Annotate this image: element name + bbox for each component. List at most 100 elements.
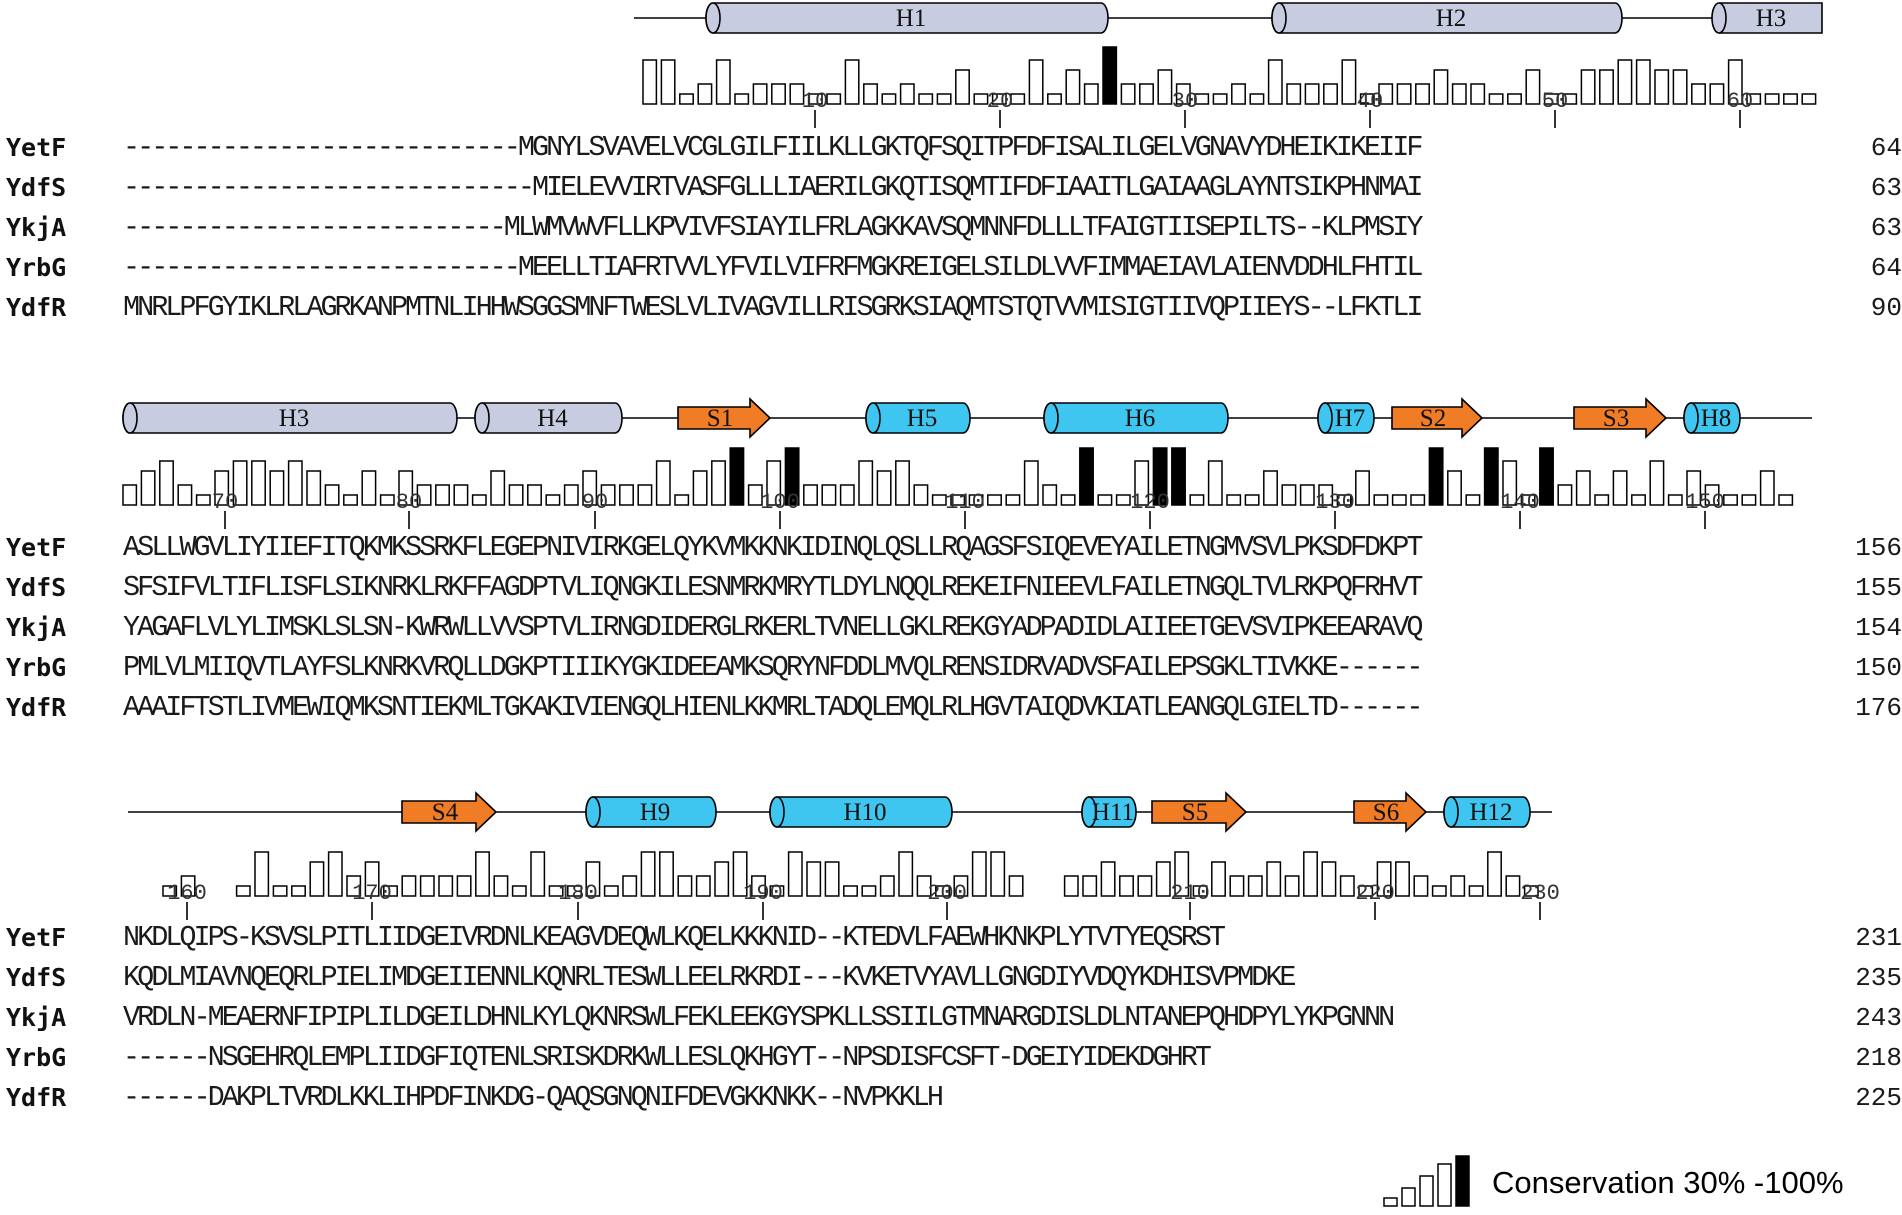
conservation-bar: [824, 861, 840, 897]
conservation-bar: [1339, 875, 1355, 897]
conservation-bar: [309, 861, 325, 897]
conservation-bar: [453, 484, 469, 506]
conservation-bar: [955, 69, 970, 105]
conservation-bar: [1102, 46, 1118, 105]
ss-label: H2: [1436, 5, 1467, 32]
conservation-bar: [1266, 861, 1282, 897]
conservation-bar: [1599, 69, 1614, 105]
sequence-name: YdfR: [6, 1083, 67, 1112]
ss-label: H3: [1756, 5, 1787, 32]
conservation-bar: [714, 861, 730, 897]
conservation-bar: [530, 851, 546, 897]
conservation-bar: [1612, 470, 1628, 506]
conservation-bar: [600, 484, 616, 506]
conservation-bar: [1155, 861, 1171, 897]
sequence-residues: ------NSGEHRQLEMPLIIDGFIQTENLSRISKDRKWLL…: [123, 1041, 1212, 1074]
sequence-end-position: 218: [1855, 1043, 1902, 1073]
ruler-number: 40: [1357, 89, 1383, 114]
conservation-bar: [640, 851, 656, 897]
sequence-end-position: 64: [1870, 253, 1902, 283]
conservation-bar: [214, 470, 230, 506]
conservation-bar: [1801, 93, 1817, 105]
conservation-bar: [1042, 484, 1058, 506]
conservation-bar: [936, 93, 952, 105]
conservation-bar: [1120, 83, 1136, 105]
sequence-name: YrbG: [6, 653, 67, 682]
sequence-name: YdfR: [6, 293, 67, 322]
conservation-bar: [1247, 875, 1263, 897]
conservation-bar: [789, 83, 805, 105]
conservation-bar: [401, 875, 417, 897]
ruler-number: 140: [1500, 490, 1540, 515]
conservation-bar: [1281, 484, 1297, 506]
conservation-bar: [180, 875, 196, 897]
ss-label: S2: [1420, 405, 1446, 432]
conservation-bar: [1395, 861, 1410, 897]
conservation-bar: [973, 93, 989, 105]
conservation-bar: [177, 484, 193, 506]
conservation-bar: [1286, 83, 1302, 105]
sequence-name: YkjA: [6, 1003, 67, 1032]
conservation-bar: [898, 851, 914, 897]
conservation-bar: [1189, 494, 1205, 506]
conservation-bar: [1594, 494, 1610, 506]
sequence-residues: SFSIFVLTIFLISFLSIKNRKLRKFFAGDPTVLIQNGKIL…: [123, 571, 1423, 604]
conservation-bar: [843, 885, 858, 897]
conservation-bar: [1083, 83, 1099, 105]
conservation-bar: [1415, 83, 1430, 105]
conservation-bar: [1667, 494, 1683, 506]
conservation-bar: [1764, 93, 1780, 105]
helix-h2: H2: [1271, 2, 1623, 34]
conservation-bar: [1005, 494, 1021, 506]
helix-h8: H8: [1683, 402, 1741, 434]
ss-label: H10: [843, 799, 886, 826]
sequence-end-position: 225: [1855, 1083, 1902, 1113]
sequence-name: YetF: [6, 133, 67, 162]
conservation-bar: [1483, 447, 1499, 506]
conservation-bar: [913, 484, 929, 506]
ruler-number: 100: [760, 490, 800, 515]
conservation-bar: [674, 494, 690, 506]
conservation-bar: [545, 494, 561, 506]
conservation-bar: [1746, 93, 1762, 105]
conservation-bar: [327, 851, 343, 897]
conservation-legend-glyphs: [1383, 1155, 1470, 1207]
conservation-bar: [1355, 470, 1370, 506]
strand-s3: S3: [1573, 397, 1668, 439]
sequence-end-position: 231: [1855, 923, 1902, 953]
strand-s5: S5: [1151, 791, 1248, 833]
conservation-bar: [916, 875, 932, 897]
conservation-bar: [1359, 93, 1375, 105]
conservation-bar: [769, 885, 785, 897]
conservation-bar: [918, 93, 934, 105]
conservation-bar: [346, 875, 362, 897]
conservation-bar: [1778, 494, 1794, 506]
conservation-bar: [456, 875, 472, 897]
conservation-bar: [493, 875, 509, 897]
conservation-bar: [1691, 83, 1706, 105]
conservation-bar: [1284, 875, 1300, 897]
conservation-bar: [711, 460, 726, 506]
conservation-bar: [1487, 851, 1502, 897]
sequence-residues: ----------------------------MEELLTIAFRTV…: [123, 251, 1423, 284]
conservation-bar: [1378, 83, 1394, 105]
conservation-bar: [603, 885, 619, 897]
conservation-bar: [1502, 460, 1518, 506]
conservation-bar: [1303, 851, 1318, 897]
conservation-bar: [1557, 484, 1573, 506]
helix-h11: H11: [1081, 796, 1137, 828]
conservation-bar: [697, 83, 713, 105]
conservation-bar: [1321, 861, 1337, 897]
conservation-bar: [235, 885, 251, 897]
conservation-bar: [527, 484, 542, 506]
sequence-end-position: 154: [1855, 613, 1902, 643]
conservation-bar: [272, 885, 288, 897]
conservation-bar: [1428, 447, 1444, 506]
ruler-number: 70: [212, 490, 238, 515]
conservation-bar: [619, 484, 634, 506]
conservation-bar: [771, 83, 786, 105]
sequence-name: YrbG: [6, 253, 67, 282]
conservation-bar: [863, 83, 878, 105]
strand-s1: S1: [677, 397, 772, 439]
